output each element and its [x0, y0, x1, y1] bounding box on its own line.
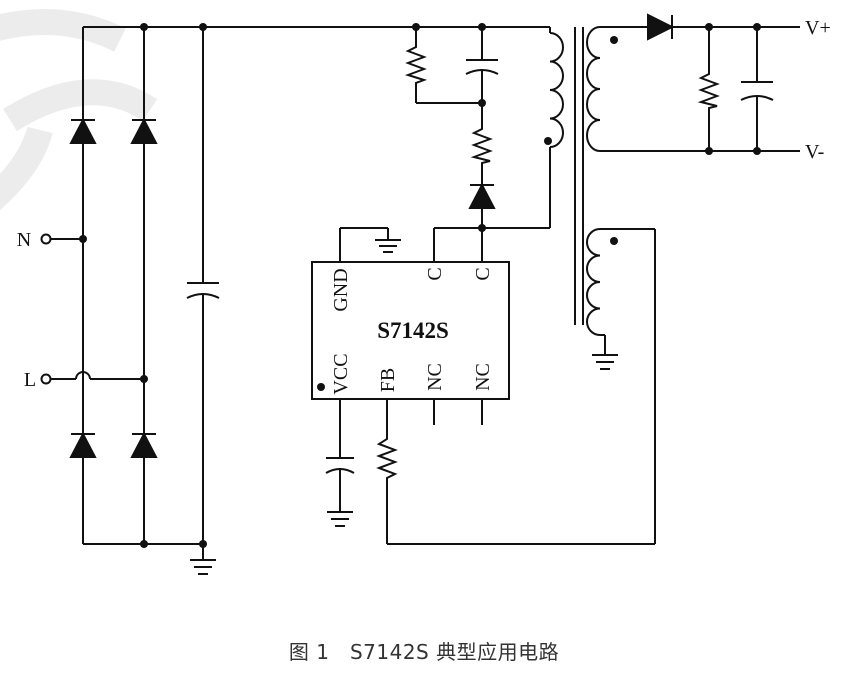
junctions	[79, 23, 761, 548]
input-l-label: L	[24, 369, 36, 391]
pin-gnd-label: GND	[330, 268, 352, 311]
input-terminals	[40, 233, 52, 385]
pin-fb-label: FB	[377, 368, 399, 392]
pin-c1-label: C	[424, 267, 446, 280]
pin-nc1-label: NC	[424, 363, 446, 391]
input-n-label: N	[17, 229, 31, 251]
capacitors	[186, 59, 774, 474]
transformer	[549, 26, 601, 336]
pin-nc2-label: NC	[472, 363, 494, 391]
pin-vcc-label: VCC	[330, 353, 352, 394]
resistors	[376, 43, 720, 480]
bridge-diodes	[69, 13, 675, 458]
ic-body	[311, 261, 510, 400]
figure-caption: 图 1 S7142S 典型应用电路	[288, 640, 560, 664]
wires	[51, 26, 800, 560]
ground-symbols	[190, 239, 618, 575]
output-vplus-label: V+	[805, 17, 831, 39]
pin-c2-label: C	[472, 267, 494, 280]
winding-dots	[544, 36, 618, 245]
output-vminus-label: V-	[805, 141, 824, 163]
watermark-logo	[0, 9, 158, 211]
pin1-dot	[317, 383, 325, 391]
ic-name: S7142S	[377, 318, 449, 343]
